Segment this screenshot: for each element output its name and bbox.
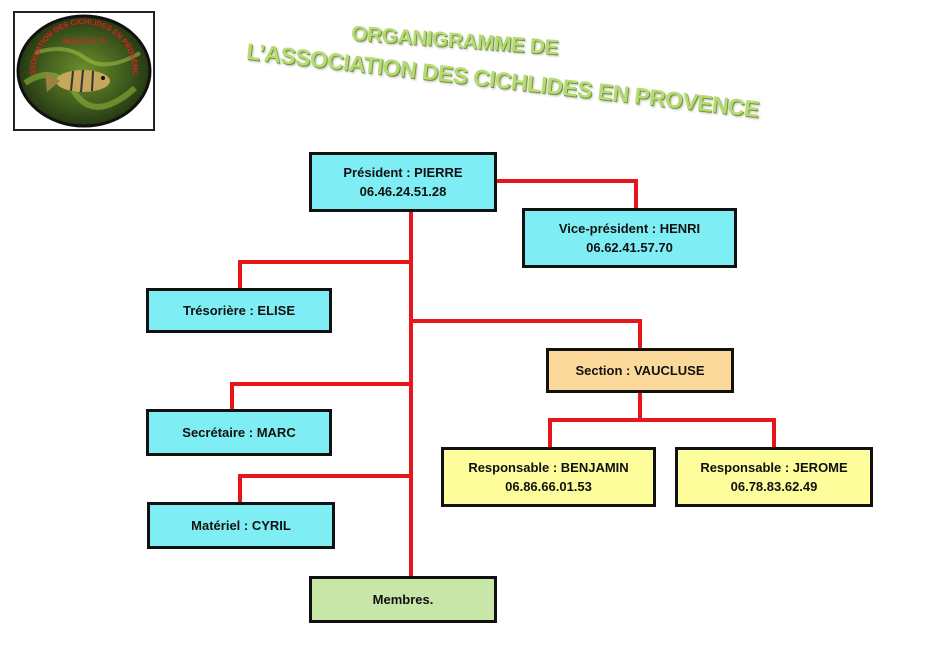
node-materiel: Matériel : CYRIL: [147, 502, 335, 549]
responsable-benjamin-label: Responsable : BENJAMIN: [468, 460, 629, 475]
responsable-benjamin-phone: 06.86.66.01.53: [505, 479, 592, 494]
link-secretaire: [230, 382, 413, 413]
node-tresoriere: Trésorière : ELISE: [146, 288, 332, 333]
node-section-vaucluse: Section : VAUCLUSE: [546, 348, 734, 393]
vice-president-label: Vice-président : HENRI: [558, 221, 701, 236]
link-president-vice-president: [493, 179, 638, 212]
section-label: Section : VAUCLUSE: [575, 363, 705, 378]
president-phone: 06.46.24.51.28: [359, 184, 447, 199]
secretaire-label: Secrétaire : MARC: [182, 425, 296, 440]
node-responsable-jerome: Responsable : JEROME 06.78.83.62.49: [675, 447, 873, 507]
tresoriere-label: Trésorière : ELISE: [183, 303, 295, 318]
node-secretaire: Secrétaire : MARC: [146, 409, 332, 456]
link-materiel: [238, 474, 413, 506]
link-tresoriere: [238, 260, 413, 291]
responsable-jerome-label: Responsable : JEROME: [700, 460, 848, 475]
responsable-jerome-phone: 06.78.83.62.49: [730, 479, 818, 494]
link-responsables: [548, 418, 776, 451]
president-label: Président : PIERRE: [343, 165, 463, 180]
materiel-label: Matériel : CYRIL: [191, 518, 291, 533]
node-responsable-benjamin: Responsable : BENJAMIN 06.86.66.01.53: [441, 447, 656, 507]
vice-president-phone: 06.62.41.57.70: [586, 240, 673, 255]
membres-label: Membres.: [372, 592, 434, 607]
fish-icon: [45, 69, 110, 93]
cichlid-fish-logo-image: ASSOCIATION DES CICHLIDES EN PROVENCE 06…: [15, 13, 152, 128]
node-president: Président : PIERRE 06.46.24.51.28: [309, 152, 497, 212]
link-section: [409, 319, 642, 352]
node-membres: Membres.: [309, 576, 497, 623]
logo-phone: 06.62.41.57.70: [62, 38, 106, 45]
association-logo: ASSOCIATION DES CICHLIDES EN PROVENCE 06…: [13, 11, 155, 131]
node-vice-president: Vice-président : HENRI 06.62.41.57.70: [522, 208, 737, 268]
